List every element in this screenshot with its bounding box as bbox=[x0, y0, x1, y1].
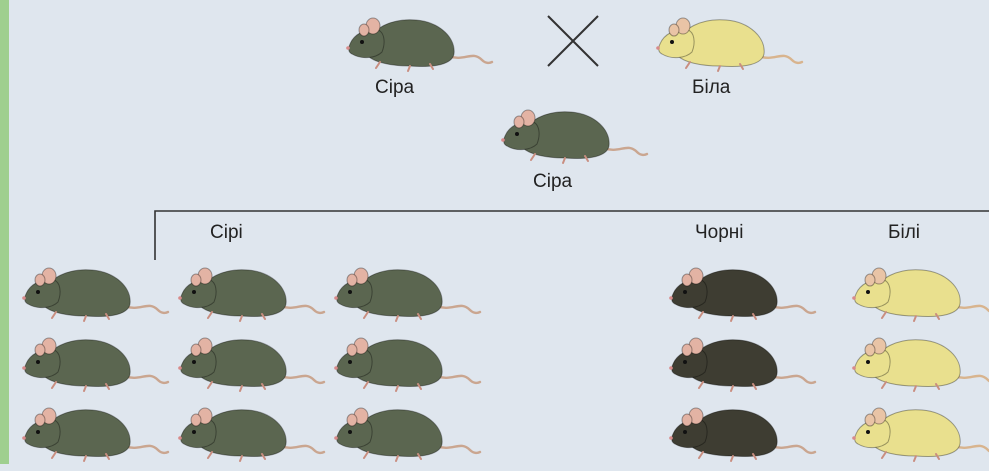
f2-white-mouse bbox=[846, 256, 989, 326]
f2-gray-mouse bbox=[16, 326, 166, 396]
f2-gray-mouse bbox=[328, 396, 478, 466]
cross-symbol bbox=[545, 13, 601, 69]
f2-gray-mouse bbox=[172, 326, 322, 396]
parent-white-label: Біла bbox=[692, 77, 730, 99]
f2-gray-mouse bbox=[328, 326, 478, 396]
f2-white-mouse bbox=[846, 326, 989, 396]
f2-black-mouse bbox=[663, 256, 813, 326]
f1-label: Сіра bbox=[533, 171, 572, 193]
f2-gray-mouse bbox=[328, 256, 478, 326]
f2-gray-mouse bbox=[172, 256, 322, 326]
f2-gray-label: Сірі bbox=[210, 222, 243, 244]
f1-gray-mouse bbox=[495, 98, 645, 168]
f2-black-label: Чорні bbox=[695, 222, 744, 244]
f2-gray-mouse bbox=[172, 396, 322, 466]
parent-white-mouse bbox=[650, 6, 800, 76]
f2-black-mouse bbox=[663, 326, 813, 396]
f2-white-mouse bbox=[846, 396, 989, 466]
f2-black-mouse bbox=[663, 396, 813, 466]
f2-gray-mouse bbox=[16, 396, 166, 466]
page-edge-stripe bbox=[0, 0, 9, 464]
parent-gray-label: Сіра bbox=[375, 77, 414, 99]
parent-gray-mouse bbox=[340, 6, 490, 76]
f2-white-label: Білі bbox=[888, 222, 920, 244]
f2-gray-mouse bbox=[16, 256, 166, 326]
